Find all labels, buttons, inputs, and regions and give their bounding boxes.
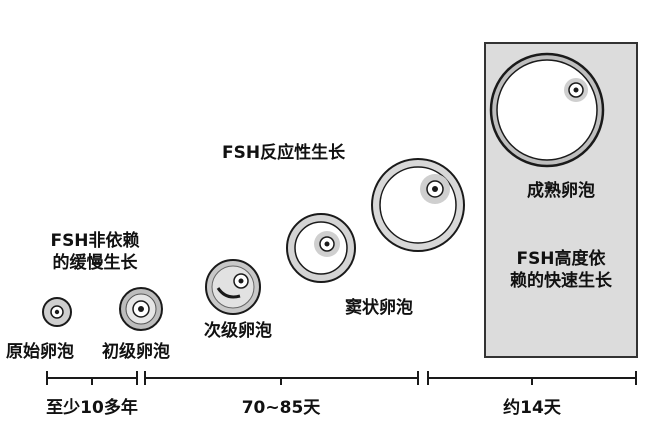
primordial-follicle-illustration <box>42 297 72 327</box>
mature-follicle-label: 成熟卵泡 <box>527 181 595 201</box>
timeline-label-70-85-days: 70~85天 <box>241 398 321 418</box>
secondary-follicle-illustration <box>205 259 261 315</box>
fsh-dependent-stage-label: FSH高度依 赖的快速生长 <box>510 249 612 291</box>
early-antral-follicle-illustration <box>286 213 356 283</box>
fsh-responsive-stage-label: FSH反应性生长 <box>222 143 346 163</box>
timeline-label-decade: 至少10多年 <box>46 398 138 418</box>
primary-follicle-label: 初级卵泡 <box>102 342 170 362</box>
fsh-independent-stage-label: FSH非依赖 的缓慢生长 <box>50 231 140 273</box>
mature-follicle-illustration <box>489 52 605 168</box>
antral-follicle-illustration <box>371 158 465 252</box>
secondary-follicle-label: 次级卵泡 <box>204 321 272 341</box>
primary-follicle-illustration <box>119 287 163 331</box>
timeline-axis <box>46 371 637 385</box>
timeline-label-14-days: 约14天 <box>503 398 561 418</box>
antral-follicle-label: 窦状卵泡 <box>345 298 413 318</box>
primordial-follicle-label: 原始卵泡 <box>6 342 74 362</box>
